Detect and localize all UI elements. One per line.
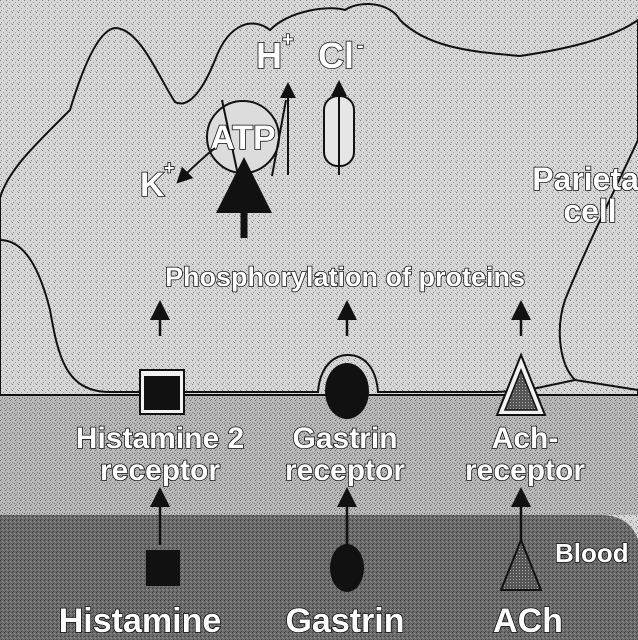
histamine-receptor-line2: receptor [100, 454, 220, 487]
cl-ion-label: Cl [318, 35, 354, 76]
gastrin-ligand-label: Gastrin [285, 602, 404, 640]
k-ion-label: K [140, 166, 165, 204]
cell-label: cell [563, 193, 616, 229]
cl-ion-superscript: - [357, 35, 364, 57]
histamine-ligand-label: Histamine [59, 602, 222, 640]
k-ion-superscript: + [164, 158, 175, 178]
gastrin-receptor-line2: receptor [285, 454, 405, 487]
h-ion-superscript: + [282, 29, 294, 51]
ach-ligand-label: ACh [493, 602, 563, 640]
histamine-ligand-square [146, 550, 180, 586]
ach-receptor-line2: receptor [465, 454, 585, 487]
phosphorylation-label: Phosphorylation of proteins [165, 262, 525, 292]
histamine-receptor-line1: Histamine 2 [76, 422, 244, 455]
histamine-receptor [140, 370, 184, 414]
gastrin-ligand-oval [330, 544, 364, 592]
blood-label: Blood [555, 538, 629, 568]
h-ion-label: H [256, 35, 282, 76]
ach-receptor-line1: Ach- [492, 422, 559, 455]
gastrin-receptor-line1: Gastrin [292, 422, 397, 455]
atp-label: ATP [210, 119, 275, 157]
gastrin-receptor-oval [325, 363, 369, 419]
parietal-label: Parietal [532, 161, 638, 197]
gastrin-receptor [325, 363, 369, 419]
histamine-receptor-square [144, 376, 180, 410]
